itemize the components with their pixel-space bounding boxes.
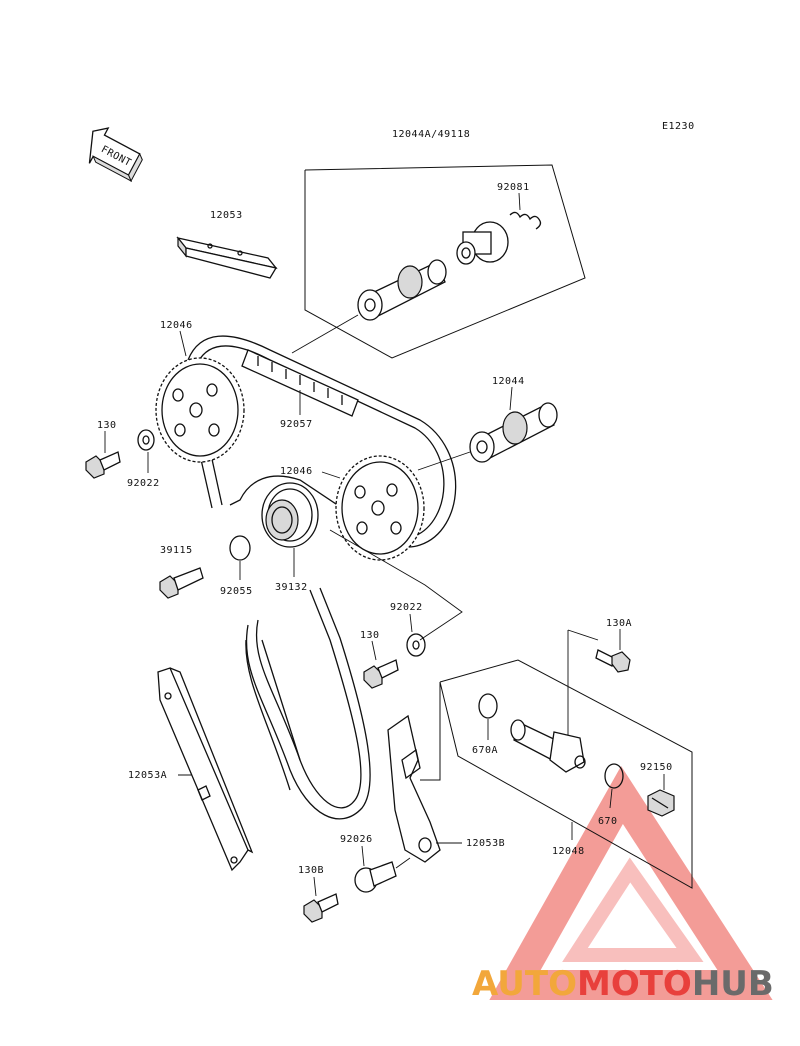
cam-holder-part	[456, 221, 509, 265]
bolt-3915-part	[159, 567, 204, 599]
label-crank-sprocket: 39132	[275, 582, 308, 593]
label-bolt-lower: 130	[360, 630, 380, 641]
intake-camshaft-part	[469, 402, 558, 463]
diagram-code: E1230	[662, 121, 695, 132]
label-oring-a: 670A	[472, 745, 498, 756]
label-spring: 92081	[497, 182, 530, 193]
front-arrow-icon: FRONT	[88, 127, 143, 183]
label-sprocket-lower: 12046	[280, 466, 313, 477]
lower-sprocket-part	[335, 455, 425, 561]
label-collar: 92026	[340, 834, 373, 845]
bolt-b-part	[303, 893, 339, 923]
label-oring-670: 670	[598, 816, 618, 827]
watermark-text: AUTOMOTOHUB	[472, 964, 774, 1004]
upper-sprocket-part	[155, 357, 245, 463]
label-washer-lower: 92022	[390, 602, 423, 613]
label-bolt-92150: 92150	[640, 762, 673, 773]
oring-670-part	[604, 763, 624, 789]
label-chain: 92057	[280, 419, 313, 430]
label-sprocket-upper: 12046	[160, 320, 193, 331]
bolt-lower-part	[363, 659, 399, 689]
label-washer-upper: 92022	[127, 478, 160, 489]
label-bolt-upper: 130	[97, 420, 117, 431]
bolt-a-part	[595, 649, 631, 673]
label-tensioner: 12048	[552, 846, 585, 857]
exhaust-camshaft-part	[357, 259, 447, 321]
oring-a-part	[478, 693, 498, 719]
chain-links-part	[241, 349, 359, 417]
frame-tensioner	[439, 659, 693, 889]
chain-guide-left-part	[157, 667, 254, 872]
label-bolt-a: 130A	[606, 618, 632, 629]
oring-lower-part	[229, 535, 251, 561]
washer-upper-part	[137, 429, 155, 451]
frame-top	[304, 164, 586, 359]
label-bolt-3915: 39115	[160, 545, 193, 556]
cam-chain-part	[187, 335, 457, 820]
chain-guide-top-part	[176, 236, 278, 279]
washer-lower-part	[406, 633, 426, 657]
watermark-logo	[489, 766, 773, 1000]
crank-sprocket-part	[261, 482, 319, 548]
label-top-frame: 12044A/49118	[392, 129, 470, 140]
label-guide-b: 12053B	[466, 838, 505, 849]
cap-bolt-part	[647, 789, 675, 817]
label-oring-lower: 92055	[220, 586, 253, 597]
chain-tensioner-part	[510, 719, 586, 773]
label-guide-top: 12053	[210, 210, 243, 221]
label-bolt-b: 130B	[298, 865, 324, 876]
label-camshaft: 12044	[492, 376, 525, 387]
spring-icon	[509, 211, 542, 230]
label-guide-left: 12053A	[128, 770, 167, 781]
chain-guide-b-part	[387, 714, 441, 863]
collar-part	[354, 861, 397, 893]
bolt-upper-part	[85, 451, 121, 479]
